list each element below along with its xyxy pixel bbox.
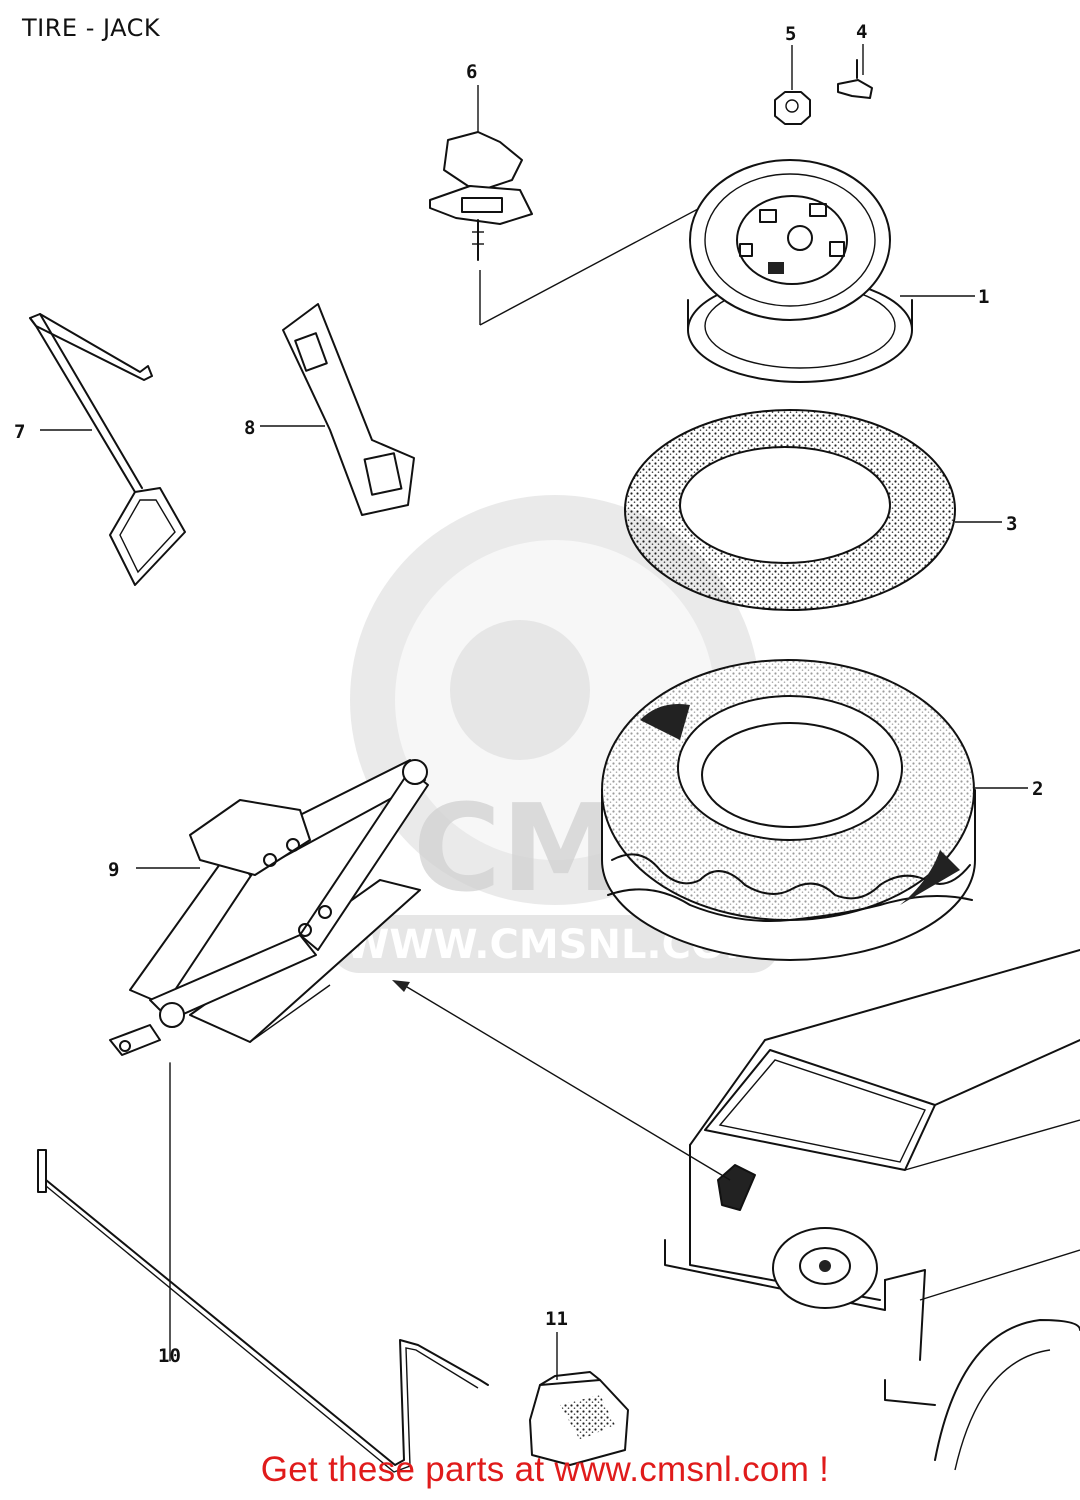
vehicle-rear-illustration — [392, 949, 1080, 1471]
part-5-nut[interactable] — [774, 45, 811, 125]
page-title: TIRE - JACK — [22, 14, 161, 42]
part-9-scissor-jack[interactable] — [109, 759, 429, 1056]
part-7-wheel-wrench[interactable] — [29, 313, 186, 586]
part-11-plug[interactable] — [529, 1332, 629, 1466]
callout-8: 8 — [244, 417, 255, 439]
callout-7: 7 — [14, 421, 25, 443]
part-3-tube[interactable] — [624, 409, 1002, 611]
footer-parts-link[interactable]: Get these parts at www.cmsnl.com ! — [260, 1450, 830, 1489]
part-10-jack-rod[interactable] — [37, 1062, 489, 1473]
callout-4: 4 — [856, 21, 867, 43]
part-1-wheel[interactable] — [687, 159, 975, 383]
callout-5: 5 — [785, 23, 796, 45]
callout-9: 9 — [108, 859, 119, 881]
callout-11: 11 — [545, 1308, 568, 1330]
part-8-jack-handle[interactable] — [260, 303, 415, 516]
part-6-spare-holder[interactable] — [429, 85, 533, 325]
callout-3: 3 — [1006, 513, 1017, 535]
callout-2: 2 — [1032, 778, 1043, 800]
callout-10: 10 — [158, 1345, 181, 1367]
callout-6: 6 — [466, 61, 477, 83]
callout-1: 1 — [978, 286, 989, 308]
part-4-clip[interactable] — [837, 44, 873, 99]
part-2-tire[interactable] — [601, 659, 1028, 961]
